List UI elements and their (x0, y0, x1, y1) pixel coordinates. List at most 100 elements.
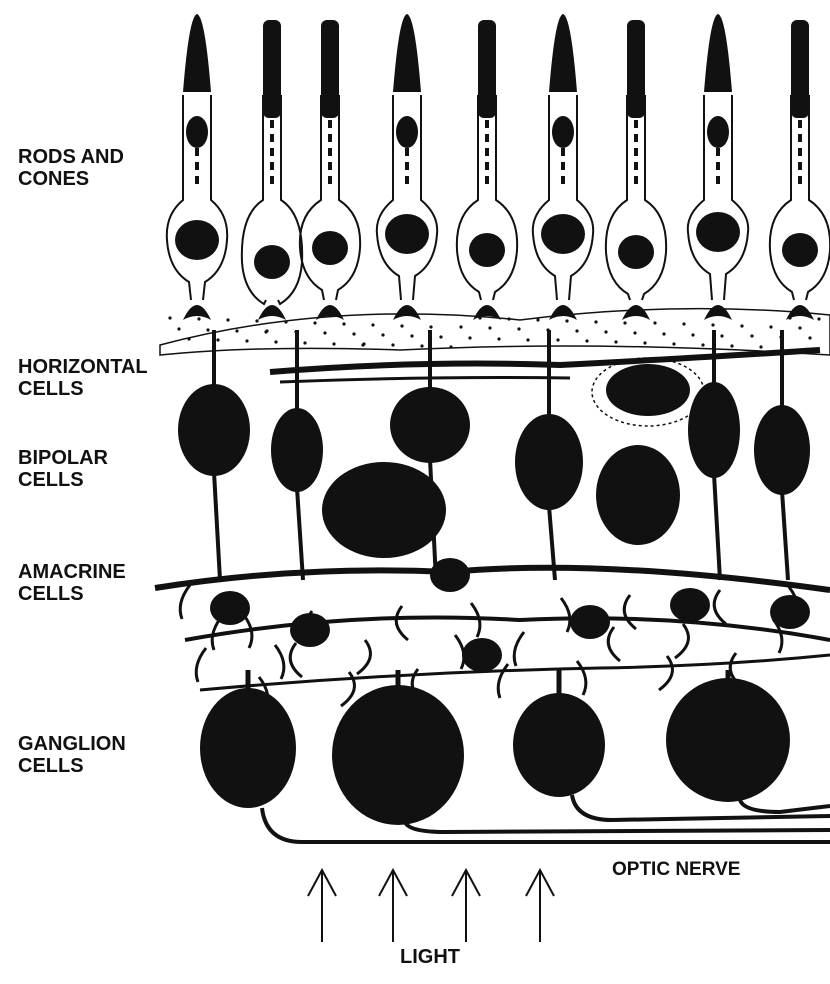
stipple-dot (788, 316, 791, 319)
cone-ellipsoid (552, 116, 574, 148)
stipple-dot (410, 334, 413, 337)
rod-granule (634, 162, 638, 170)
stipple-dot (691, 333, 694, 336)
stipple-dot (400, 324, 403, 327)
amacrine-branch (396, 606, 408, 640)
amacrine-branch (514, 632, 524, 666)
rod-granule (328, 176, 332, 184)
stipple-dot (720, 334, 723, 337)
rod-granule (328, 148, 332, 156)
stipple-dot (653, 321, 656, 324)
cone-granule (561, 148, 565, 156)
stipple-dot (245, 339, 248, 342)
rod-granule (328, 162, 332, 170)
rod-outer-segment (263, 20, 281, 118)
rod-nucleus (618, 235, 654, 269)
light-arrows (308, 870, 554, 942)
bipolar-cell-body (271, 408, 323, 492)
stipple-dot (662, 332, 665, 335)
bipolar-axon (782, 491, 788, 580)
stipple-dot (371, 323, 374, 326)
rod-granule (798, 162, 802, 170)
rod-granule (634, 120, 638, 128)
stipple-dot (808, 336, 811, 339)
label-optic-nerve: OPTIC NERVE (612, 859, 740, 881)
amacrine-cell-body (462, 638, 502, 672)
cone-outer-segment (704, 14, 732, 92)
stipple-dot (798, 326, 801, 329)
cone-outer-segment (393, 14, 421, 92)
rod-granule (270, 176, 274, 184)
cone-ellipsoid (186, 116, 208, 148)
bipolar-axon (714, 474, 720, 580)
stipple-dot (468, 336, 471, 339)
stipple-dot (177, 327, 180, 330)
amacrine-cell-body (290, 613, 330, 647)
stipple-dot (381, 333, 384, 336)
cone-granule (195, 148, 199, 156)
stipple-dot (439, 335, 442, 338)
stipple-dot (342, 322, 345, 325)
stipple-dot (216, 338, 219, 341)
stipple-dot (517, 327, 520, 330)
stipple-dot (235, 329, 238, 332)
optic-nerve-fiber (262, 808, 830, 842)
amacrine-cell-body (570, 605, 610, 639)
stipple-dot (711, 323, 714, 326)
cone-nucleus (175, 220, 219, 260)
stipple-dot (585, 339, 588, 342)
stipple-dot (255, 319, 258, 322)
rod-granule (270, 120, 274, 128)
rod-granule (328, 134, 332, 142)
amacrine-branch (561, 598, 570, 632)
cone-nucleus (541, 214, 585, 254)
stipple-dot (526, 338, 529, 341)
cone-granule (561, 176, 565, 184)
stipple-dot (556, 338, 559, 341)
stipple-dot (488, 326, 491, 329)
amacrine-branch (357, 640, 370, 674)
amacrine-branch (275, 645, 284, 679)
bipolar-cell-body (754, 405, 810, 495)
rod-granule (634, 134, 638, 142)
rod-granule (485, 162, 489, 170)
amacrine-branch (498, 664, 508, 698)
stipple-dot (429, 325, 432, 328)
stipple-dot (303, 341, 306, 344)
stipple-dot (672, 342, 675, 345)
rod-granule (798, 134, 802, 142)
cone-nucleus (696, 212, 740, 252)
bipolar-cell-body (688, 382, 740, 478)
rod-granule (485, 134, 489, 142)
amacrine-branch (608, 627, 620, 661)
stipple-dot (507, 317, 510, 320)
label-bipolar-cells: BIPOLAR CELLS (18, 447, 108, 491)
rod-outer-segment (478, 20, 496, 118)
stipple-dot (750, 334, 753, 337)
amacrine-process (185, 618, 830, 641)
rod-outer-segment (627, 20, 645, 118)
cone-granule (195, 162, 199, 170)
stipple-dot (459, 325, 462, 328)
bipolar-cell-body (515, 414, 583, 510)
cone-synaptic-terminal (393, 305, 421, 320)
rod-granule (634, 148, 638, 156)
amacrine-process (155, 568, 830, 590)
stipple-dot (682, 322, 685, 325)
bipolar-axon (214, 472, 220, 580)
stipple-dot (701, 343, 704, 346)
cone-synaptic-terminal (549, 305, 577, 320)
stipple-dot (274, 340, 277, 343)
cone-granule (195, 176, 199, 184)
bipolar-cell-body (390, 387, 470, 463)
rod-outer-segment (321, 20, 339, 118)
cone-granule (716, 148, 720, 156)
amacrine-branch (675, 624, 688, 658)
stipple-dot (478, 316, 481, 319)
amacrine-cell-body (670, 588, 710, 622)
rod-granule (328, 120, 332, 128)
ganglion-cell-body (513, 693, 605, 797)
amacrine-cell-body (430, 558, 470, 592)
amacrine-branch (341, 672, 354, 706)
stipple-dot (614, 340, 617, 343)
